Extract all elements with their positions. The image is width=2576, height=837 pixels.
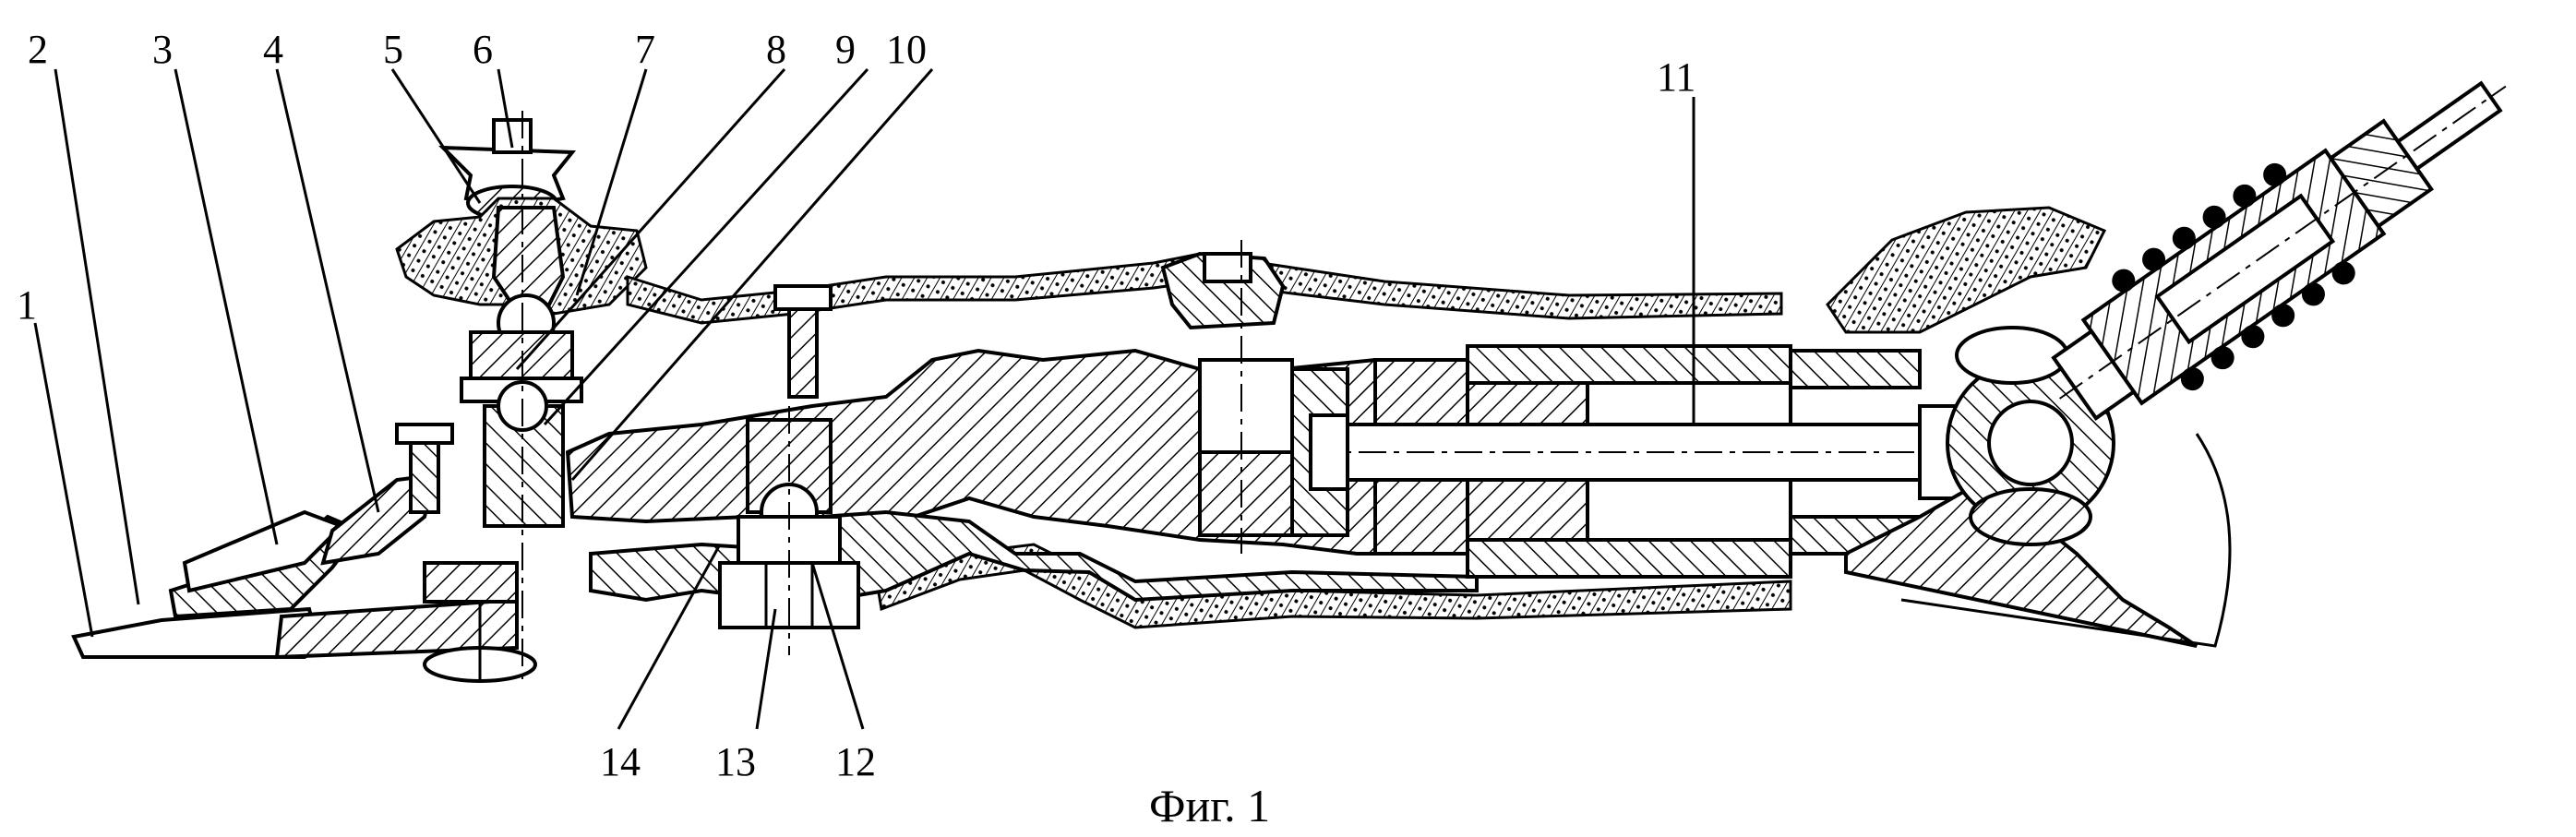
- label-9: 9: [835, 27, 856, 72]
- plug-pin: [2398, 83, 2500, 169]
- label-4: 4: [263, 27, 283, 72]
- label-5: 5: [383, 27, 403, 72]
- label-11: 11: [1657, 54, 1695, 100]
- label-6: 6: [473, 27, 493, 72]
- label-2: 2: [28, 27, 48, 72]
- rear-cap: [1827, 208, 2104, 332]
- cutting-head: [74, 424, 535, 683]
- label-7: 7: [635, 27, 655, 72]
- label-8: 8: [766, 27, 786, 72]
- label-10: 10: [886, 27, 927, 72]
- figure-caption: Фиг. 1: [1149, 780, 1270, 831]
- label-12: 12: [835, 739, 876, 784]
- label-14: 14: [600, 739, 641, 784]
- label-13: 13: [715, 739, 756, 784]
- label-3: 3: [152, 27, 173, 72]
- label-1: 1: [17, 282, 37, 328]
